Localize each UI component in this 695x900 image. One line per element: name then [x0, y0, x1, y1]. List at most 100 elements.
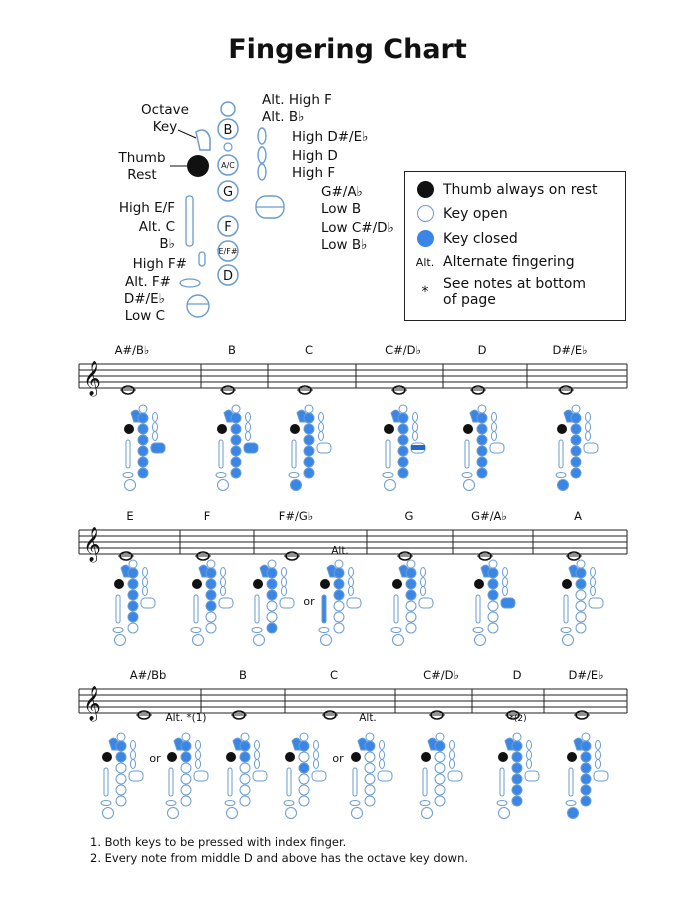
fingering-diagram-12	[560, 559, 604, 646]
mini-side-key	[348, 567, 354, 577]
left-label-1: Alt. C	[139, 219, 175, 235]
mini-key	[127, 578, 139, 590]
mini-key	[205, 611, 217, 623]
mini-key	[570, 456, 582, 468]
mini-key	[333, 600, 345, 612]
mini-side-key	[412, 431, 418, 441]
mini-thumb-dot	[557, 424, 567, 434]
fingering-diagram-0	[122, 404, 166, 491]
left-label-5: D#/E♭	[124, 291, 165, 307]
thumb-rest-label-0: Thumb	[117, 150, 165, 166]
mini-key	[397, 412, 409, 424]
fingering-diagram-5	[555, 404, 599, 491]
mini-key	[476, 456, 488, 468]
mini-alt-fsharp-key	[318, 627, 330, 633]
mini-alt-f-key	[267, 559, 277, 569]
mini-low-cluster	[593, 770, 609, 782]
mini-side-rod	[286, 767, 292, 797]
mini-key	[405, 567, 417, 579]
mini-side-rod	[168, 767, 174, 797]
mini-alt-fsharp-key	[565, 800, 577, 806]
key-letter-2: G	[223, 185, 233, 200]
mini-low-cluster	[279, 597, 295, 609]
mini-side-key	[379, 750, 385, 760]
mini-side-rod	[254, 594, 260, 624]
mini-side-key	[142, 577, 148, 587]
mini-alt-fsharp-key	[461, 472, 473, 478]
mini-key	[266, 600, 278, 612]
mini-side-key	[220, 586, 226, 596]
note-name-label: A#/Bb	[130, 668, 167, 682]
note-name-label: C#/D♭	[423, 668, 459, 682]
mini-low-c-key	[102, 807, 114, 819]
mini-side-rod	[115, 594, 121, 624]
mini-key	[397, 434, 409, 446]
mini-key	[303, 456, 315, 468]
alt-mark-0: Alt.	[331, 545, 349, 557]
mini-key	[298, 751, 310, 763]
mini-key	[434, 773, 446, 785]
legend-symbol	[414, 205, 436, 222]
mini-key	[364, 740, 376, 752]
mini-side-rod	[125, 439, 131, 469]
mini-key	[137, 456, 149, 468]
key-letter-3: F	[224, 220, 231, 235]
black-dot-icon	[416, 181, 434, 198]
mini-key	[476, 412, 488, 424]
mini-key	[266, 611, 278, 623]
mini-key	[511, 773, 523, 785]
high-fsharp-key	[198, 251, 206, 267]
mini-side-key	[412, 422, 418, 432]
note-name-label: E	[126, 509, 133, 523]
fingering-diagram-19	[496, 732, 540, 819]
legend-item-3: Alt.Alternate fingering	[414, 254, 575, 270]
mini-thumb-dot	[285, 752, 295, 762]
mini-key	[205, 567, 217, 579]
mini-alt-fsharp-key	[288, 472, 300, 478]
mini-key	[127, 567, 139, 579]
mini-side-rod	[218, 439, 224, 469]
fingering-diagram-4	[461, 404, 505, 491]
note-name-label: F#/G♭	[279, 509, 313, 523]
mini-key	[180, 795, 192, 807]
note-name-label: G	[405, 509, 414, 523]
mini-side-key	[245, 431, 251, 441]
small-bf-key	[223, 142, 233, 152]
mini-low-cluster	[583, 442, 599, 454]
mini-key	[137, 412, 149, 424]
mini-key	[434, 784, 446, 796]
fingering-diagram-3	[382, 404, 426, 491]
mini-key	[205, 600, 217, 612]
mini-side-key	[379, 759, 385, 769]
mini-side-key	[590, 577, 596, 587]
mini-key	[364, 773, 376, 785]
key-2	[217, 180, 239, 202]
mini-side-key	[254, 740, 260, 750]
mini-low-c-key	[253, 634, 265, 646]
mini-key	[570, 445, 582, 457]
note-name-label: C	[305, 343, 313, 357]
treble-clef-icon: 𝄞	[83, 686, 101, 722]
mini-key	[115, 762, 127, 774]
mini-alt-fsharp-key	[560, 627, 572, 633]
mini-low-c-key	[167, 807, 179, 819]
mini-alt-fsharp-key	[112, 627, 124, 633]
mini-key	[298, 740, 310, 752]
mini-key	[487, 578, 499, 590]
mini-side-key	[348, 586, 354, 596]
mini-low-c-key	[463, 479, 475, 491]
mini-side-key	[152, 431, 158, 441]
mini-low-cluster	[346, 597, 362, 609]
mini-side-key	[318, 412, 324, 422]
mini-low-cluster	[311, 770, 327, 782]
mini-key	[230, 467, 242, 479]
mini-key	[115, 784, 127, 796]
key-5	[217, 264, 239, 286]
mini-low-cluster	[252, 770, 268, 782]
footnotes: 1. Both keys to be pressed with index fi…	[90, 834, 468, 866]
legend-text: Alternate fingering	[443, 254, 575, 270]
mini-thumb-dot	[474, 579, 484, 589]
mini-thumb-dot	[167, 752, 177, 762]
